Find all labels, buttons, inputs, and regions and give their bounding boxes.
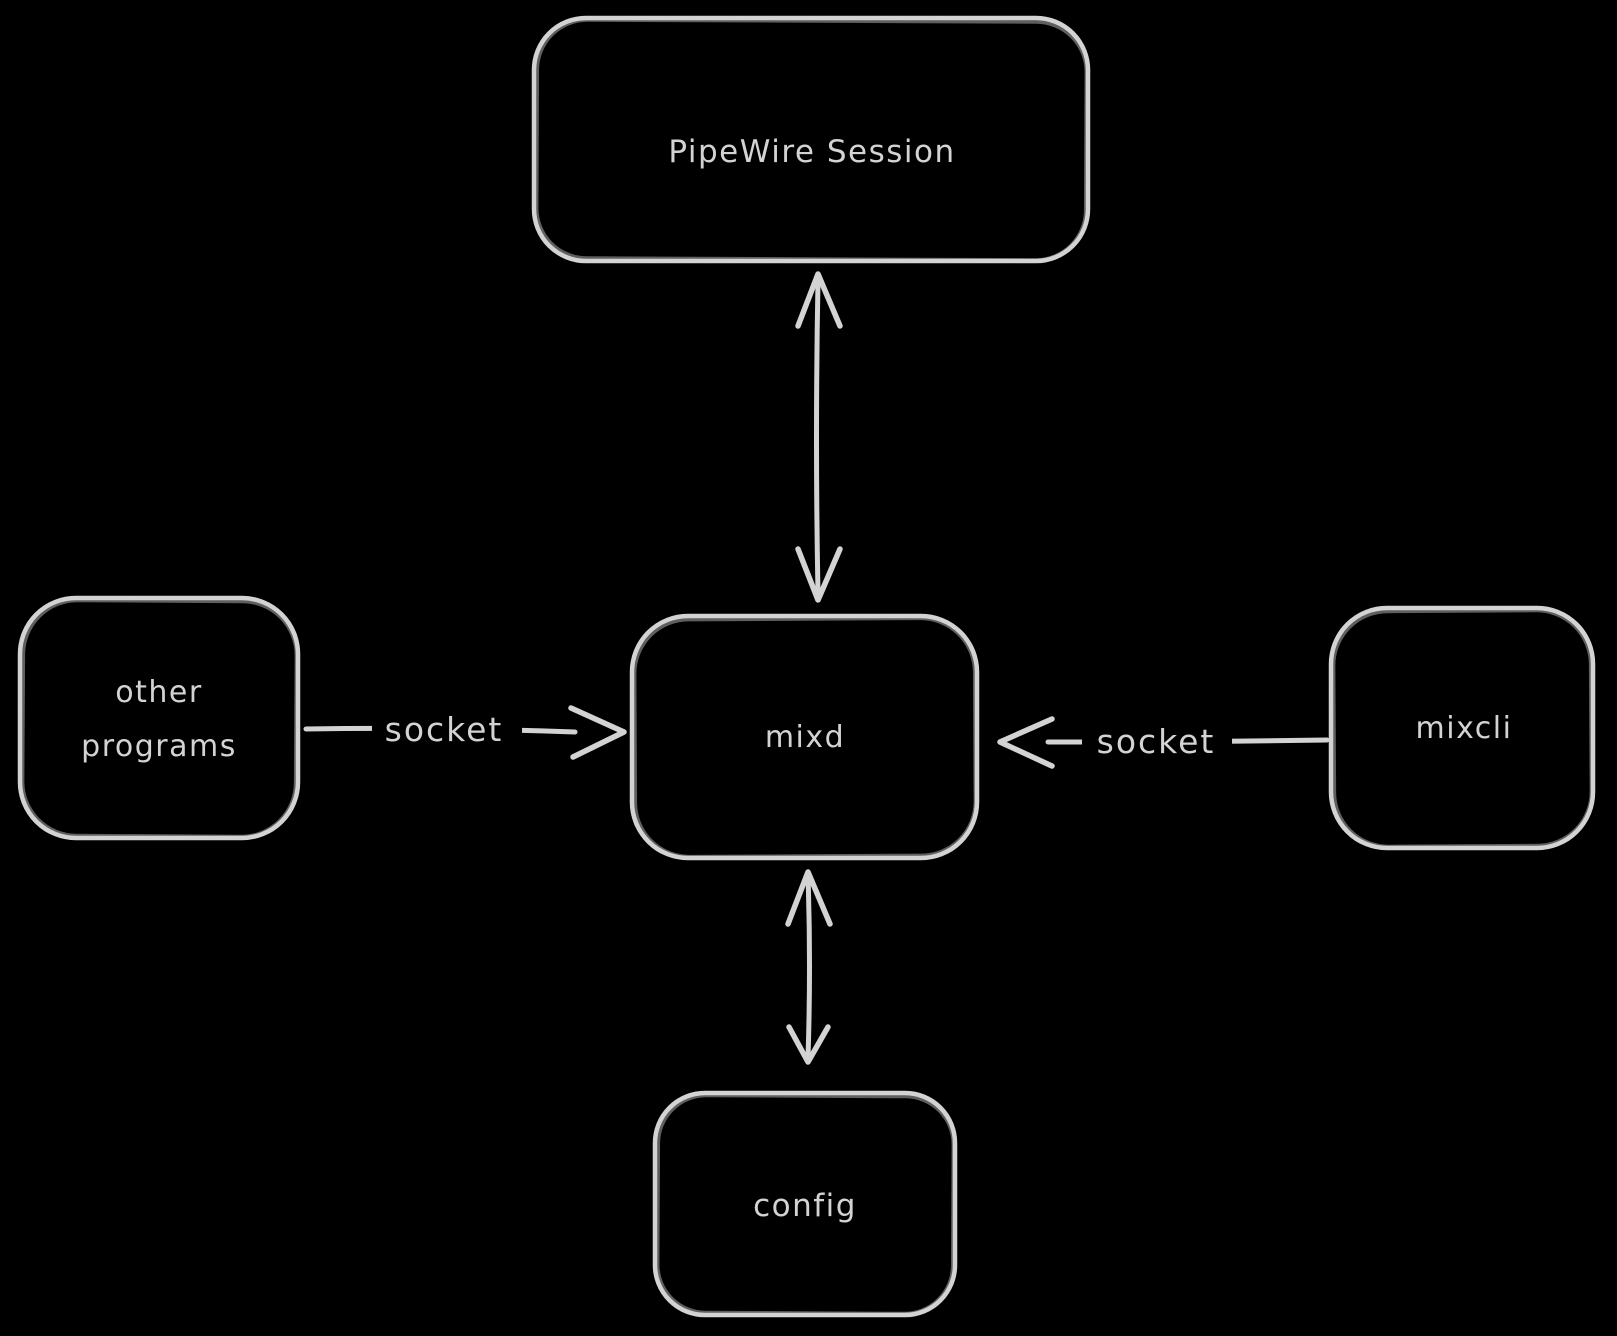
config-box-sketch xyxy=(655,1093,956,1316)
other-programs-box-sketch xyxy=(20,598,299,839)
mixd-label: mixd xyxy=(765,720,845,755)
node-pipewire-session: PipeWire Session xyxy=(531,15,1091,264)
config-box xyxy=(652,1090,958,1318)
node-mixd: mixd xyxy=(629,613,980,861)
socket-label-left: socket xyxy=(385,710,504,749)
config-label: config xyxy=(753,1188,857,1224)
arrowhead-down xyxy=(795,546,843,603)
edge-mixd-config xyxy=(785,869,833,1065)
arrowhead-down xyxy=(786,1024,831,1065)
socket-label-right: socket xyxy=(1097,722,1216,761)
mixd-box xyxy=(629,613,980,861)
mixcli-box-sketch xyxy=(1331,608,1594,849)
edge-pipewire-mixd xyxy=(795,271,843,603)
socket-label-left-bg xyxy=(372,702,522,754)
socket-label-right-bg xyxy=(1082,714,1232,766)
edge-mixd-config-shaft xyxy=(805,873,812,1061)
node-other-programs: other programs xyxy=(17,595,301,841)
other-programs-box xyxy=(17,595,301,841)
pipewire-session-box-sketch xyxy=(534,18,1089,262)
node-config: config xyxy=(652,1090,958,1318)
pipewire-session-label: PipeWire Session xyxy=(668,134,955,170)
other-programs-label-line2: programs xyxy=(81,729,237,764)
edge-other-programs-mixd: socket xyxy=(303,702,627,760)
mixcli-box xyxy=(1328,605,1596,851)
mixcli-label: mixcli xyxy=(1416,711,1513,746)
edge-mixcli-mixd: socket xyxy=(997,714,1330,769)
pipewire-session-box xyxy=(531,15,1091,264)
other-programs-label-line1: other xyxy=(115,675,202,710)
mixd-box-sketch xyxy=(632,616,978,859)
arrowhead-up xyxy=(795,271,843,329)
arrowhead-right xyxy=(568,705,627,760)
node-mixcli: mixcli xyxy=(1328,605,1596,851)
arrowhead-up xyxy=(785,869,833,927)
arrowhead-left xyxy=(997,716,1055,769)
edge-pipewire-mixd-shaft xyxy=(814,277,821,597)
